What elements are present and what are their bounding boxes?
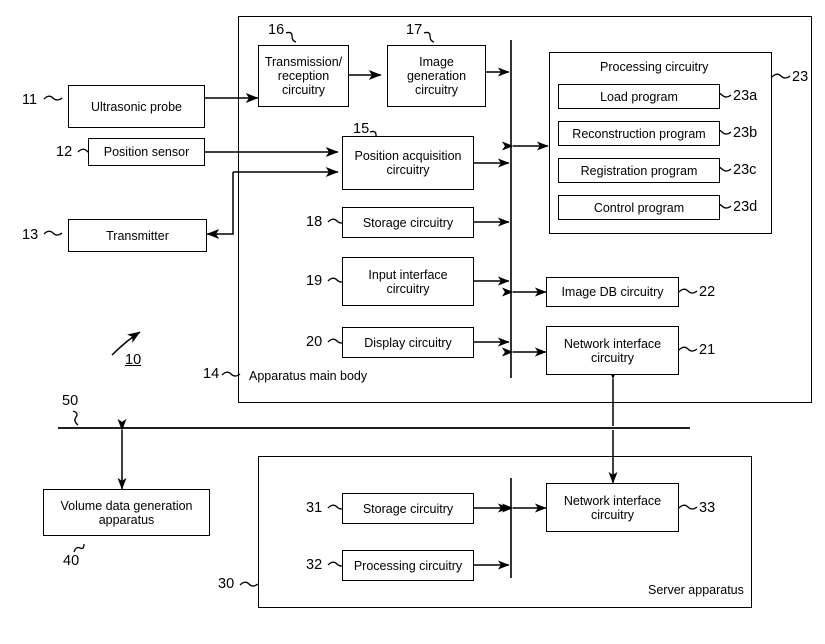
program-box-control: Control program [558,195,720,220]
ref-15: 15 [353,121,370,137]
block-server-storage-circuitry: Storage circuitry [342,493,474,524]
ref-17: 17 [406,22,423,38]
server-apparatus-container [258,456,752,608]
display-label: Display circuitry [364,335,452,350]
trc-line1: Transmission/ [264,55,343,69]
ref-16: 16 [268,22,285,38]
ref-32: 32 [306,557,323,573]
block-position-acquisition-circuitry: Position acquisition circuitry [342,136,474,190]
igc-line1: Image [419,55,454,69]
ref-11: 11 [22,92,38,108]
ref-30: 30 [218,576,235,592]
block-server-processing-circuitry: Processing circuitry [342,550,474,581]
ref-22: 22 [699,284,716,300]
ref-40: 40 [63,553,80,569]
processing-circuitry-title: Processing circuitry [600,60,709,74]
vdga-line2: apparatus [98,512,155,527]
trc-line3: circuitry [281,83,326,97]
ref-14: 14 [203,366,220,382]
block-transmitter-label: Transmitter [106,228,169,243]
ref-23d: 23d [733,199,758,215]
ref-21: 21 [699,342,716,358]
ref-23: 23 [792,69,809,85]
block-transmitter: Transmitter [68,219,207,252]
block-server-network-interface-circuitry: Network interface circuitry [546,483,679,532]
imagedb-label: Image DB circuitry [561,285,664,299]
server-nic-line2: circuitry [590,507,635,522]
pac-line2: circuitry [386,163,430,177]
ref-13: 13 [22,227,39,243]
nic-main-line1: Network interface [563,336,662,351]
pac-line1: Position acquisition [354,149,462,163]
program-reconstruction-label: Reconstruction program [572,126,706,141]
ref-31: 31 [306,500,323,516]
ref-18: 18 [306,214,323,230]
apparatus-main-body-container [238,16,812,403]
vdga-line1: Volume data generation [60,498,193,513]
apparatus-main-body-caption: Apparatus main body [249,369,368,383]
block-ultrasonic-probe-label: Ultrasonic probe [90,99,182,114]
server-nic-line1: Network interface [563,493,662,508]
program-registration-label: Registration program [580,163,698,178]
trc-line2: reception [277,69,330,83]
igc-line2: generation [406,69,467,83]
block-image-generation-circuitry: Image generation circuitry [387,45,486,107]
processing-circuitry-container [549,52,772,234]
block-ultrasonic-probe: Ultrasonic probe [68,85,205,128]
ref-50: 50 [62,393,79,409]
program-box-reconstruction: Reconstruction program [558,121,720,146]
block-position-sensor-label: Position sensor [103,145,190,159]
block-volume-data-generation-apparatus: Volume data generation apparatus [43,489,210,536]
block-transmission-reception-circuitry: Transmission/ reception circuitry [258,45,349,107]
block-image-db-circuitry: Image DB circuitry [546,277,679,307]
ref-33: 33 [699,500,716,516]
ref-12: 12 [56,144,73,160]
block-network-interface-circuitry-main: Network interface circuitry [546,326,679,375]
ref-20: 20 [306,334,323,350]
ref-23b: 23b [733,125,758,141]
program-box-load: Load program [558,84,720,109]
iic-line2: circuitry [386,281,430,296]
iic-line1: Input interface [368,267,448,282]
block-display-circuitry: Display circuitry [342,327,474,358]
ref-23a: 23a [733,88,758,104]
program-control-label: Control program [593,200,685,215]
igc-line3: circuitry [414,83,459,97]
server-processing-label: Processing circuitry [353,558,463,573]
block-input-interface-circuitry: Input interface circuitry [342,257,474,306]
server-storage-label: Storage circuitry [362,501,454,516]
ref-19: 19 [306,273,323,289]
block-position-sensor: Position sensor [88,138,205,166]
nic-main-line2: circuitry [590,350,635,365]
storage-label: Storage circuitry [362,215,454,230]
program-load-label: Load program [600,89,678,104]
program-box-registration: Registration program [558,158,720,183]
block-storage-circuitry: Storage circuitry [342,207,474,238]
ref-23c: 23c [733,162,757,178]
ref-10: 10 [125,352,142,368]
server-apparatus-caption: Server apparatus [648,583,744,597]
